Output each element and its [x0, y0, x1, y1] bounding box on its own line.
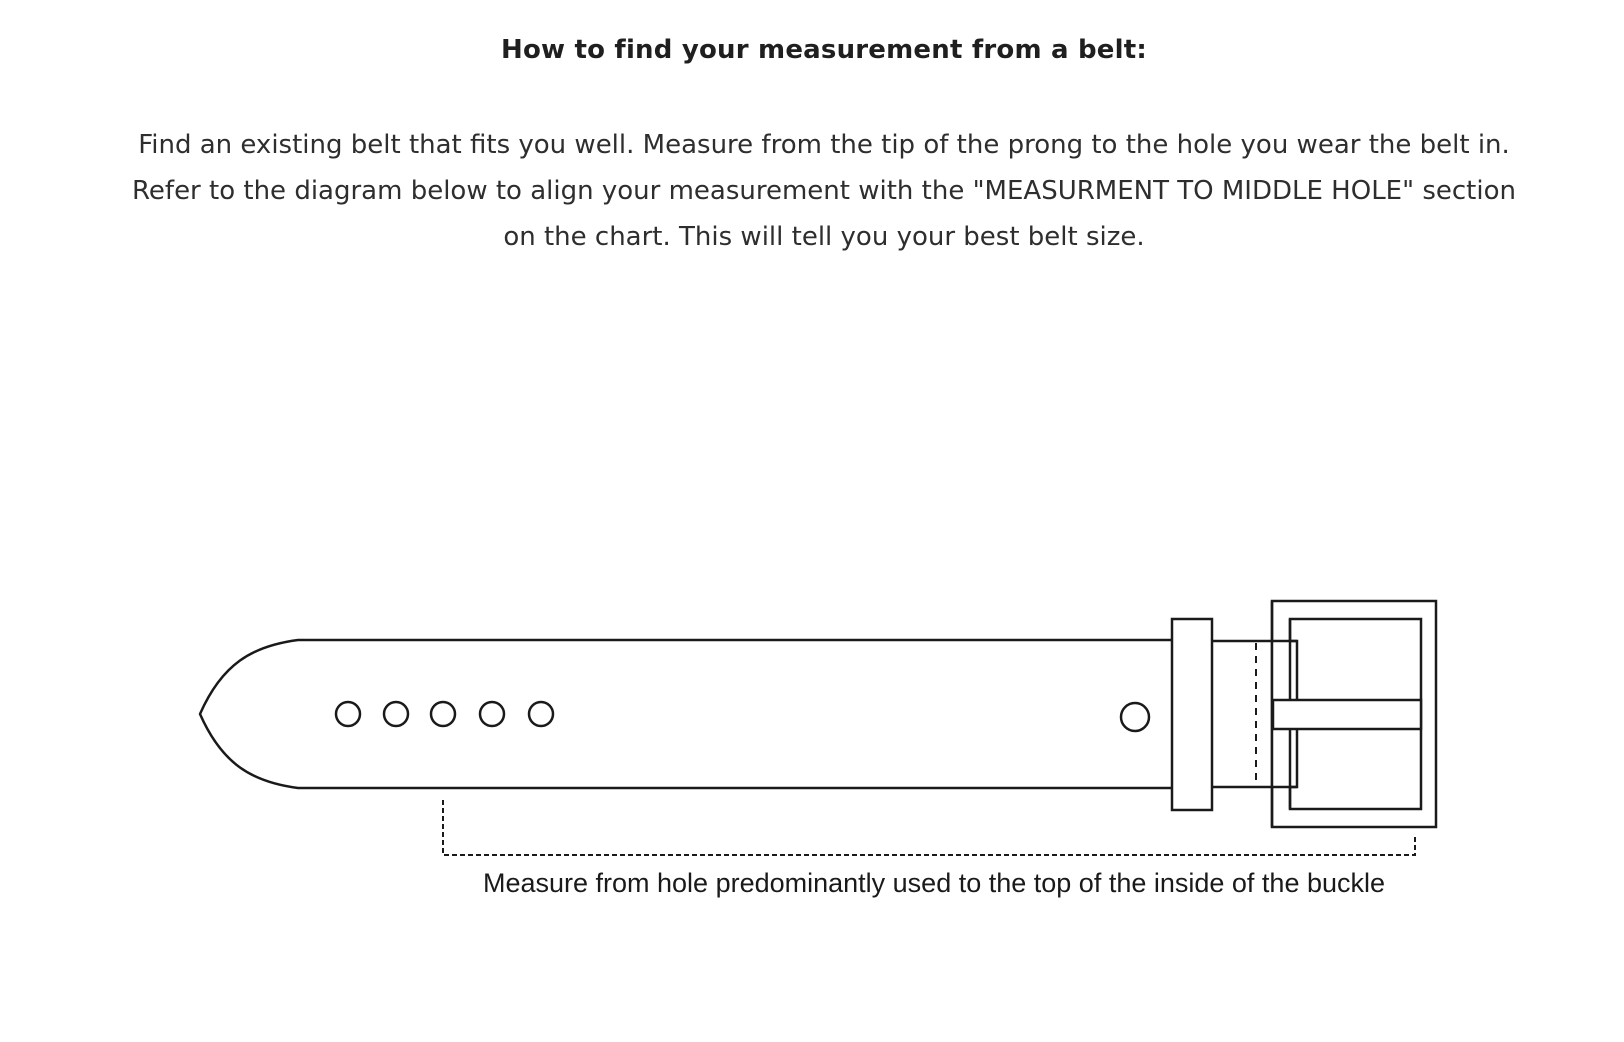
instructions-paragraph: Find an existing belt that fits you well…	[132, 130, 1516, 252]
belt-strap	[198, 638, 1185, 790]
measurement-bracket	[442, 800, 1416, 856]
prong-hole	[1119, 701, 1151, 733]
belt-hole-1	[334, 700, 362, 728]
belt-hole-3	[429, 700, 457, 728]
page-heading: How to find your measurement from a belt…	[501, 35, 1147, 65]
belt-hole-4	[478, 700, 506, 728]
belt-hole-5	[527, 700, 555, 728]
belt-hole-2	[382, 700, 410, 728]
buckle-prong	[1271, 698, 1423, 731]
belt-keeper	[1170, 617, 1214, 812]
measurement-caption: Measure from hole predominantly used to …	[483, 868, 1385, 898]
